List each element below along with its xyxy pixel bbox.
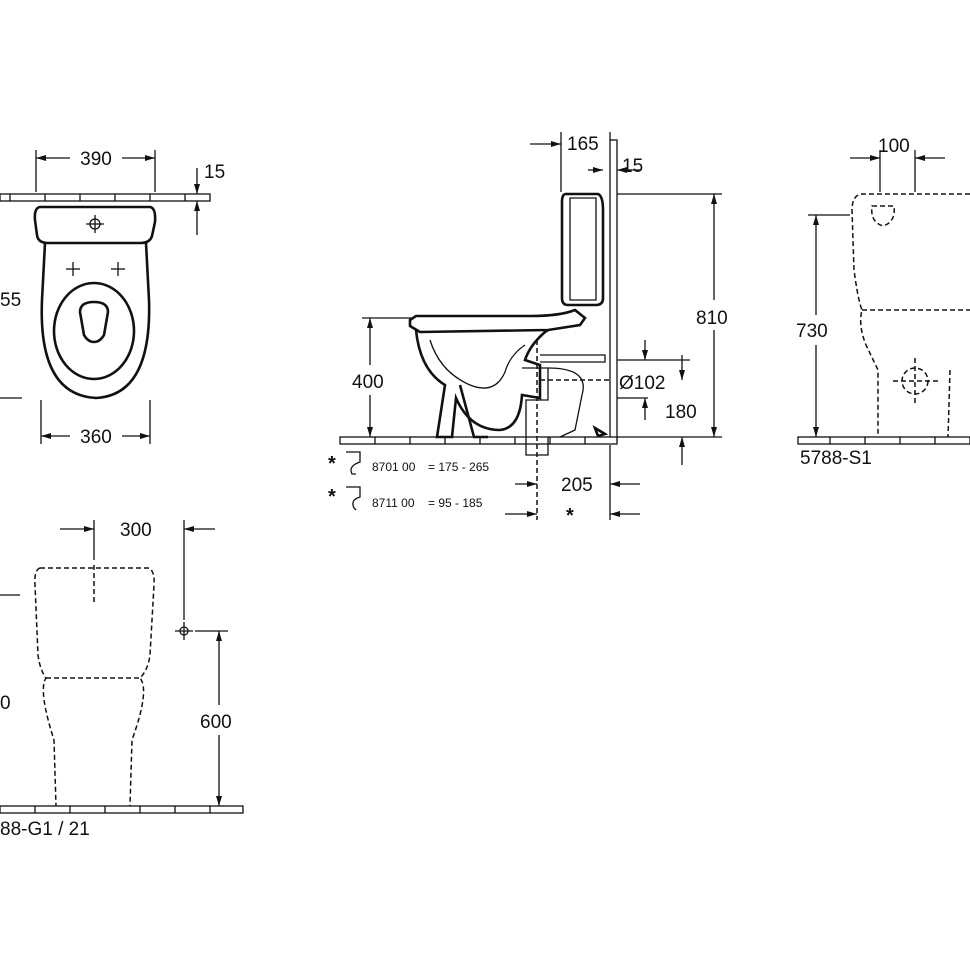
front-right-floor [797, 436, 970, 445]
outlet-cross-icon [893, 358, 938, 405]
pan-connector-icon [346, 486, 361, 511]
dim-total-height: 810 [696, 308, 728, 329]
accessory-range: = 175 - 265 [428, 460, 489, 474]
cistern-front-outline [851, 193, 970, 437]
front-view-left: 300 600 0 88-G1 / 21 [0, 520, 244, 840]
bowl-top-outline [40, 242, 151, 400]
model-label-left: 88-G1 / 21 [0, 819, 90, 840]
dim-front-offset: 100 [878, 136, 910, 157]
accessory-code: 8701 00 [372, 460, 416, 474]
cistern-top-outline [33, 205, 157, 245]
dim-outlet-height: 180 [665, 402, 697, 423]
front-view-right: 100 730 5788-S1 [796, 136, 970, 469]
dim-side-wall-gap: 15 [622, 156, 643, 177]
fixing-point-icon [66, 262, 125, 276]
bowl-side [414, 328, 549, 439]
asterisk-note: * [566, 505, 574, 527]
model-label-right: 5788-S1 [800, 448, 872, 469]
flush-button-outline [870, 205, 896, 227]
dim-wall-gap: 15 [204, 162, 225, 183]
accessory-2: * 8711 00 = 95 - 185 [328, 486, 483, 511]
side-view: 165 15 810 400 [328, 132, 728, 527]
dim-depth-partial: 55 [0, 290, 21, 311]
dim-cistern-depth: 165 [567, 134, 599, 155]
dim-height-partial: 0 [0, 693, 11, 714]
dim-width-bottom: 360 [80, 427, 112, 448]
dim-outlet-distance: 205 [561, 475, 593, 496]
top-view: 390 15 55 360 [0, 149, 225, 448]
accessory-1: * 8701 00 = 175 - 265 [328, 451, 489, 475]
svg-text:*: * [328, 453, 336, 475]
dim-pipe-diameter: Ø102 [619, 373, 665, 394]
bowl-opening [78, 300, 110, 344]
dim-connection-height: 600 [200, 712, 232, 733]
wall-bracket [592, 424, 609, 438]
front-left-floor [0, 805, 244, 814]
flush-button-icon [86, 215, 104, 233]
cistern-side [560, 192, 605, 307]
dim-seat-height: 400 [352, 372, 384, 393]
svg-text:*: * [328, 486, 336, 508]
side-view-wall [609, 139, 618, 441]
dim-width-top: 390 [80, 149, 112, 170]
connection-point-icon [175, 622, 193, 640]
seat-side [408, 308, 587, 334]
dim-offset-left: 300 [120, 520, 152, 541]
pan-connector-icon [346, 451, 361, 475]
seat-opening [52, 281, 136, 381]
dim-front-height: 730 [796, 321, 828, 342]
cistern-front-left-outline [40, 567, 155, 807]
accessory-code: 8711 00 [372, 496, 415, 510]
top-view-wall [0, 193, 211, 202]
accessory-range: = 95 - 185 [428, 496, 483, 510]
